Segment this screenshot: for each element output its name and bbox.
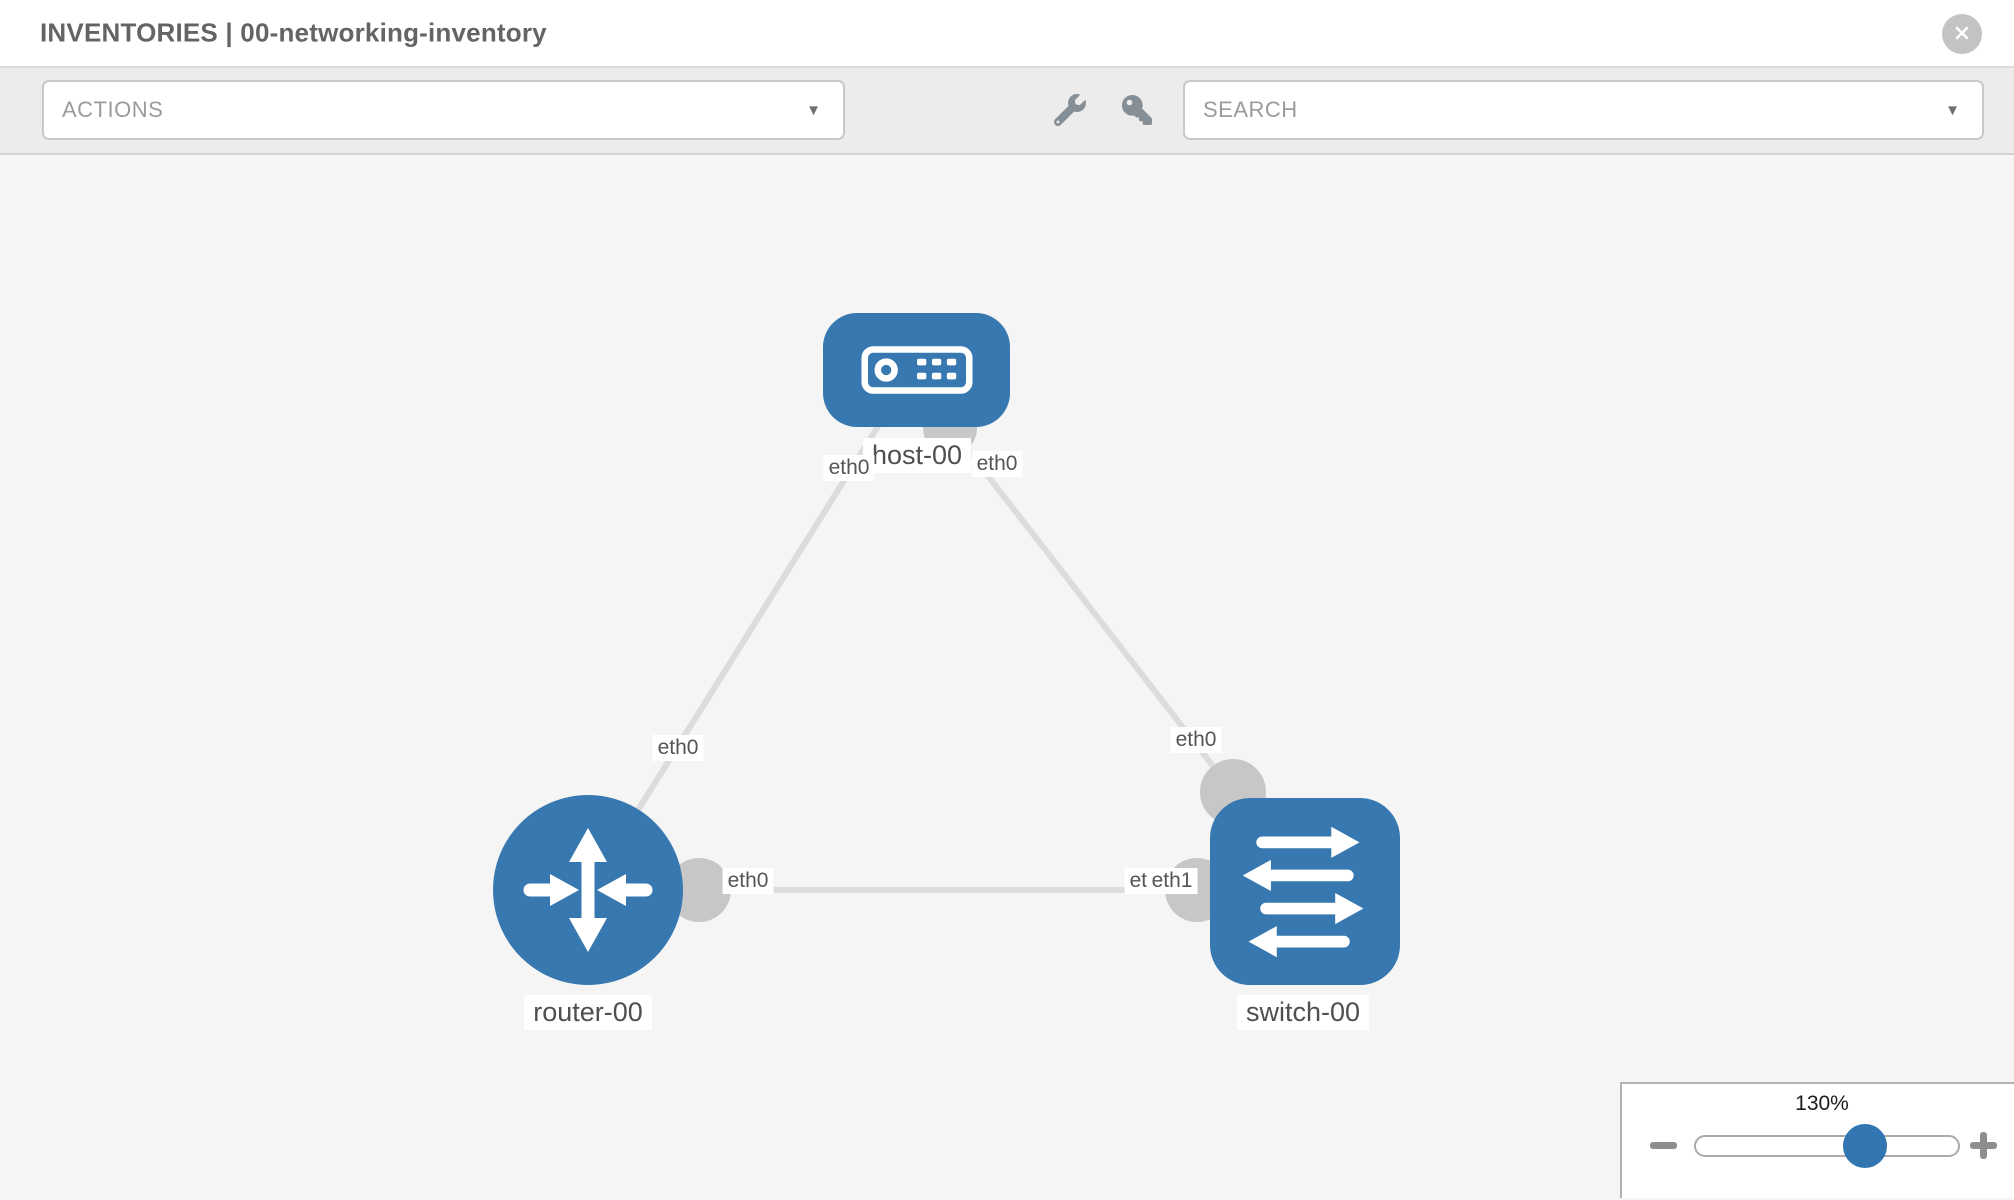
search-dropdown[interactable]: SEARCH ▼ [1183,80,1984,140]
zoom-panel: 130% [1620,1082,2014,1198]
zoom-slider-track[interactable] [1694,1135,1960,1157]
node-label-switch-00: switch-00 [1236,995,1370,1030]
page-title: INVENTORIES | 00-networking-inventory [40,17,547,48]
router-arrows-icon [523,828,653,952]
topology-canvas[interactable]: host-00 router-00 switch-00 eth0 eth0 et… [0,155,2014,1198]
topology-links [585,421,1236,893]
node-label-router-00: router-00 [524,995,652,1030]
actions-dropdown-label: ACTIONS [62,97,164,122]
close-button[interactable]: ✕ [1942,14,1982,54]
close-icon: ✕ [1952,21,1972,46]
caret-down-icon: ▼ [806,101,821,119]
wrench-button[interactable] [1042,80,1098,140]
zoom-slider-thumb[interactable] [1843,1124,1887,1168]
node-label-host-00: host-00 [862,438,972,473]
caret-down-icon: ▼ [1945,101,1960,119]
zoom-in-button[interactable] [1970,1132,1997,1159]
interface-label-host-left: eth0 [823,455,875,481]
interface-label-host-right: eth0 [971,451,1023,477]
search-dropdown-label: SEARCH [1203,97,1298,122]
node-router-00[interactable] [493,795,683,985]
interface-label-switch-left-eth1: eth1 [1146,868,1198,894]
wrench-icon [1054,94,1086,126]
interface-label-switch-uplink: eth0 [1170,727,1222,753]
interface-label-router-uplink: eth0 [652,735,704,761]
key-button[interactable] [1109,80,1165,140]
key-icon [1122,95,1152,125]
actions-dropdown[interactable]: ACTIONS ▼ [42,80,845,140]
switch-arrows-icon [1242,826,1364,957]
host-device-icon [860,346,973,394]
panel-header: INVENTORIES | 00-networking-inventory ✕ [0,0,2014,68]
zoom-out-button[interactable] [1650,1142,1677,1149]
plus-icon [1980,1132,1987,1159]
node-host-00[interactable] [823,313,1010,427]
node-switch-00[interactable] [1210,798,1400,985]
interface-label-router-right: eth0 [722,868,774,894]
zoom-level: 130% [1795,1092,1849,1115]
toolbar: ACTIONS ▼ SEARCH ▼ [0,68,2014,155]
